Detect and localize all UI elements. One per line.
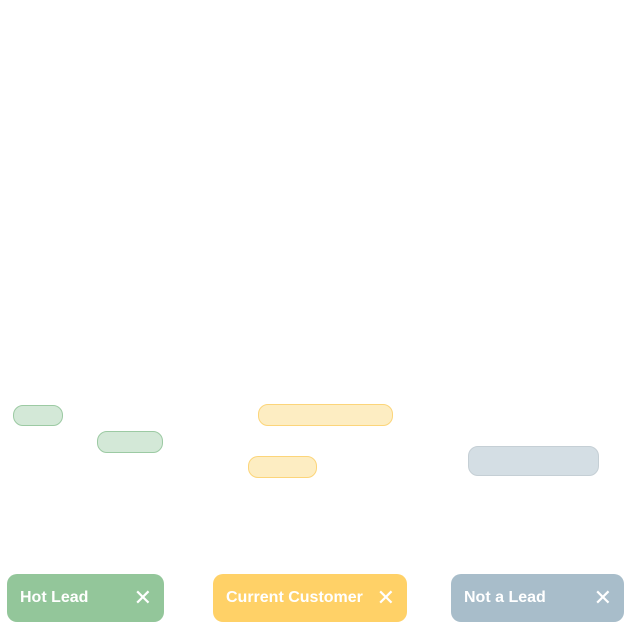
tag-not-a-lead[interactable]: Not a Lead ✕: [451, 574, 624, 622]
tag-hot-lead[interactable]: Hot Lead ✕: [7, 574, 164, 622]
hot-lead-placeholder-pill: [97, 431, 163, 453]
tag-label: Current Customer: [226, 589, 363, 606]
close-icon[interactable]: ✕: [133, 585, 152, 610]
close-icon[interactable]: ✕: [376, 585, 395, 610]
tag-current-customer[interactable]: Current Customer ✕: [213, 574, 407, 622]
current-customer-placeholder-pill: [258, 404, 393, 426]
tag-label: Not a Lead: [464, 589, 546, 606]
current-customer-placeholder-pill: [248, 456, 317, 478]
close-icon[interactable]: ✕: [593, 585, 612, 610]
hot-lead-placeholder-pill: [13, 405, 63, 426]
tag-label: Hot Lead: [20, 589, 89, 606]
not-a-lead-placeholder-pill: [468, 446, 599, 476]
